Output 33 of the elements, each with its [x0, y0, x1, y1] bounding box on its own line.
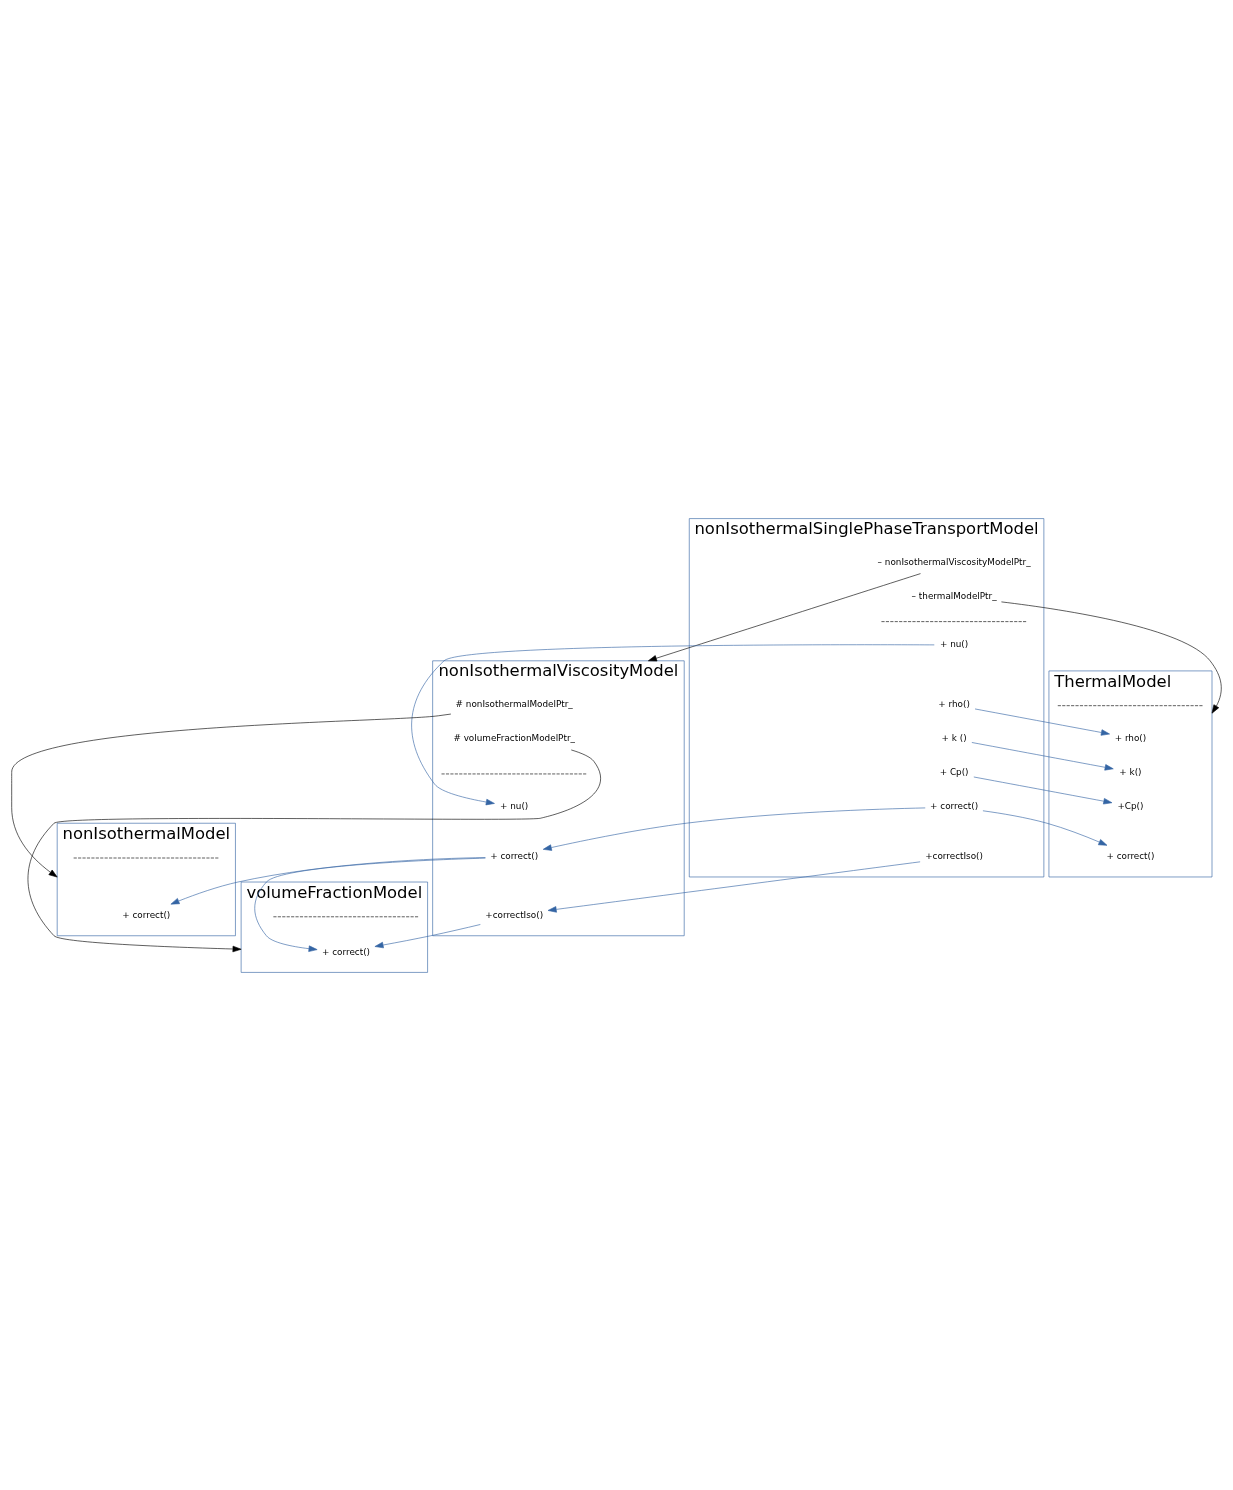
node-text: # volumeFractionModelPtr_	[453, 732, 575, 743]
arrow	[27, 749, 601, 952]
arrow	[982, 809, 1108, 846]
node-text: + k()	[1119, 766, 1142, 777]
node-text: + correct()	[322, 946, 371, 957]
node-text: +correctIso()	[925, 850, 984, 861]
arrow	[974, 708, 1110, 736]
node-text: + Cp()	[939, 766, 969, 777]
arrow	[170, 856, 486, 904]
node-text: # nonIsothermalModelPtr_	[455, 698, 573, 709]
node-text: + correct()	[490, 850, 539, 861]
arrow	[547, 861, 921, 913]
node-text: + correct()	[930, 800, 979, 811]
node-text: + correct()	[122, 909, 171, 920]
arrow	[374, 923, 481, 948]
arrow	[971, 741, 1114, 770]
node-text: + k ()	[941, 732, 967, 743]
arrow	[1001, 601, 1222, 713]
node-text: – thermalModelPtr_	[911, 590, 997, 601]
arrow	[542, 807, 926, 851]
node-text: + rho()	[1114, 732, 1147, 743]
node-text: + nu()	[500, 800, 529, 811]
arrow	[411, 643, 935, 805]
arrow	[973, 776, 1113, 804]
arrow	[648, 572, 921, 661]
arrow	[11, 713, 452, 877]
node-text: – nonIsothermalViscosityModelPtr_	[877, 556, 1031, 567]
node-text: +Cp()	[1117, 800, 1144, 811]
arrow	[254, 857, 486, 952]
node-text: + nu()	[939, 638, 969, 649]
node-text: + rho()	[938, 698, 970, 709]
node-text: + correct()	[1106, 850, 1155, 861]
node-text: +correctIso()	[485, 909, 544, 920]
